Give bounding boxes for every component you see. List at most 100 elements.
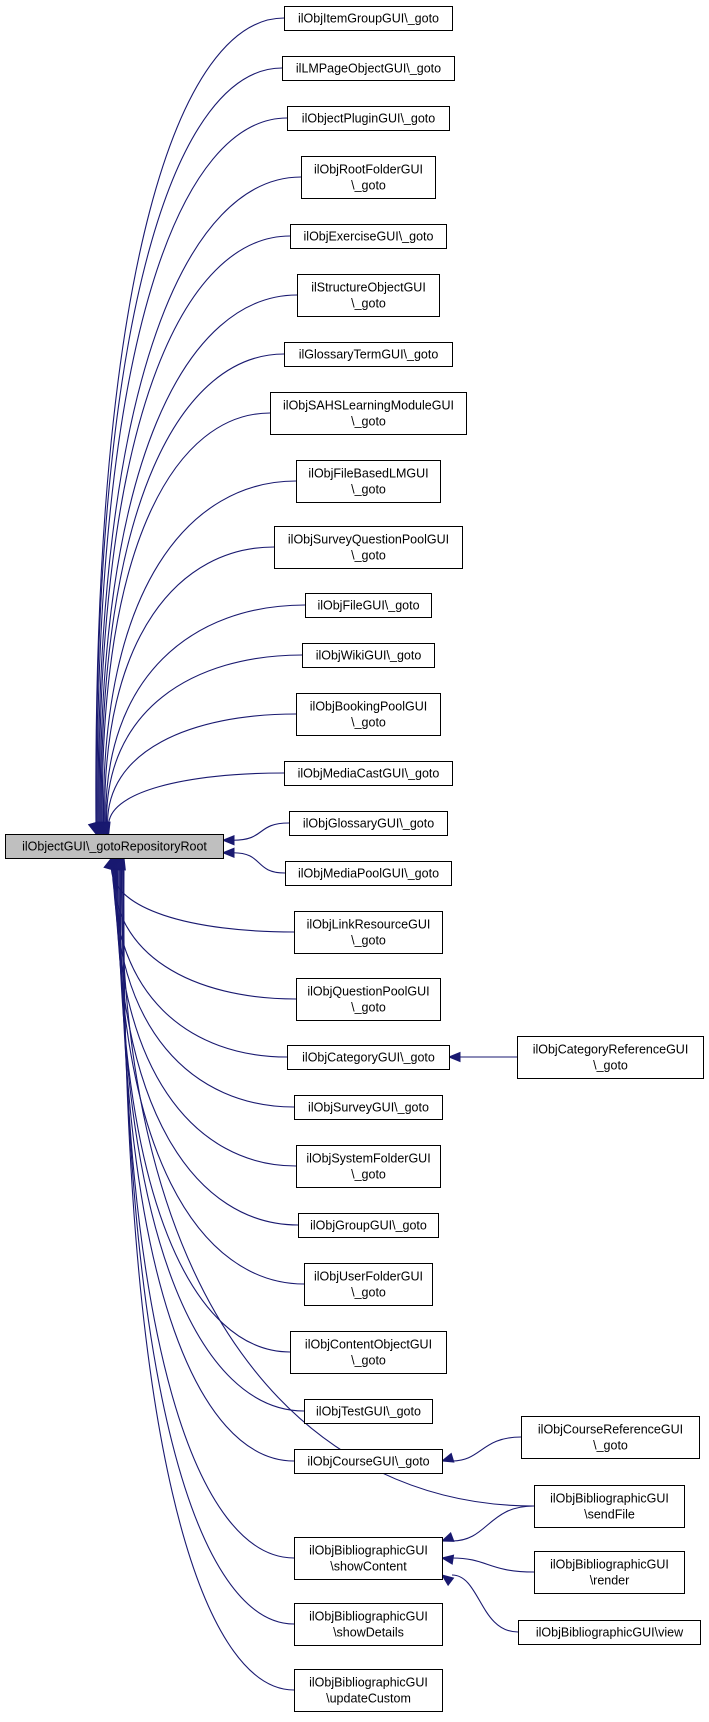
node-label: ilObjTestGUI\_goto xyxy=(316,1405,421,1419)
function-node[interactable]: ilObjCategoryReferenceGUI\_goto xyxy=(517,1036,704,1079)
function-node[interactable]: ilObjBibliographicGUI\view xyxy=(518,1620,701,1645)
node-box xyxy=(284,761,453,786)
function-node[interactable]: ilGlossaryTermGUI\_goto xyxy=(284,342,453,367)
edge-arrowhead xyxy=(440,1574,455,1587)
function-node[interactable]: ilObjBibliographicGUI\showDetails xyxy=(294,1603,443,1646)
function-node[interactable]: ilObjectPluginGUI\_goto xyxy=(287,106,450,131)
call-edge xyxy=(103,480,297,829)
edge-arrowhead xyxy=(100,821,111,836)
function-node[interactable]: ilObjBibliographicGUI\updateCustom xyxy=(294,1669,443,1712)
function-node[interactable]: ilObjLinkResourceGUI\_goto xyxy=(294,911,443,954)
call-edge xyxy=(451,1557,535,1573)
node-label: ilObjBibliographicGUI xyxy=(309,1544,428,1558)
function-node[interactable]: ilObjFileBasedLMGUI\_goto xyxy=(296,460,441,503)
node-label: \_goto xyxy=(351,1354,386,1368)
call-edge xyxy=(105,604,306,829)
function-node[interactable]: ilObjSAHSLearningModuleGUI\_goto xyxy=(270,392,467,435)
node-label: ilObjCategoryGUI\_goto xyxy=(302,1051,435,1065)
function-node[interactable]: ilObjRootFolderGUI\_goto xyxy=(301,156,436,199)
function-node[interactable]: ilObjTestGUI\_goto xyxy=(304,1399,433,1424)
call-edge xyxy=(96,117,288,829)
node-box xyxy=(534,1485,685,1528)
node-label: ilObjCourseReferenceGUI xyxy=(538,1423,683,1437)
function-node[interactable]: ilLMPageObjectGUI\_goto xyxy=(282,56,455,81)
root-node[interactable]: ilObjectGUI\_gotoRepositoryRoot xyxy=(5,834,224,859)
call-edge xyxy=(97,176,302,829)
function-node[interactable]: ilStructureObjectGUI\_goto xyxy=(297,274,440,317)
node-box xyxy=(5,834,224,859)
function-node[interactable]: ilObjSurveyGUI\_goto xyxy=(294,1095,443,1120)
function-node[interactable]: ilObjFileGUI\_goto xyxy=(305,593,432,618)
edge-arrowhead xyxy=(221,847,235,858)
call-edge xyxy=(122,863,295,1625)
node-label: ilObjUserFolderGUI xyxy=(314,1270,423,1284)
node-box xyxy=(284,6,453,31)
function-node[interactable]: ilObjQuestionPoolGUI\_goto xyxy=(296,978,441,1021)
node-box xyxy=(304,1399,433,1424)
call-edge xyxy=(100,353,285,829)
call-edge xyxy=(116,863,299,1226)
node-box xyxy=(294,1537,443,1580)
edge-arrowhead xyxy=(447,1051,461,1063)
call-edge xyxy=(451,1505,535,1542)
function-node[interactable]: ilObjSystemFolderGUI\_goto xyxy=(296,1145,441,1188)
node-box xyxy=(274,526,463,569)
node-layer: ilObjectGUI\_gotoRepositoryRoot ilObjItem… xyxy=(5,6,704,1712)
function-node[interactable]: ilObjCourseGUI\_goto xyxy=(294,1449,443,1474)
node-label: \showContent xyxy=(330,1560,407,1574)
call-edge xyxy=(101,412,271,829)
node-label: ilObjectGUI\_gotoRepositoryRoot xyxy=(22,840,207,854)
node-label: \_goto xyxy=(351,1001,386,1015)
function-node[interactable]: ilObjCategoryGUI\_goto xyxy=(287,1045,450,1070)
function-node[interactable]: ilObjMediaCastGUI\_goto xyxy=(284,761,453,786)
node-label: ilObjLinkResourceGUI xyxy=(307,918,431,932)
function-node[interactable]: ilObjItemGroupGUI\_goto xyxy=(284,6,453,31)
node-label: \_goto xyxy=(351,179,386,193)
node-box xyxy=(304,1263,433,1306)
node-label: ilObjGlossaryGUI\_goto xyxy=(303,817,434,831)
call-edge xyxy=(232,822,290,841)
node-label: \_goto xyxy=(351,1168,386,1182)
node-label: ilObjBibliographicGUI\view xyxy=(536,1626,684,1640)
call-edge xyxy=(120,863,295,1462)
call-edge xyxy=(108,772,285,829)
node-label: \_goto xyxy=(351,1286,386,1300)
node-label: \render xyxy=(590,1574,630,1588)
function-node[interactable]: ilObjExerciseGUI\_goto xyxy=(290,224,447,249)
node-box xyxy=(287,1045,450,1070)
function-node[interactable]: ilObjGlossaryGUI\_goto xyxy=(289,811,448,836)
node-label: ilObjSurveyQuestionPoolGUI xyxy=(288,533,449,547)
call-edge xyxy=(99,294,298,829)
node-label: ilObjGroupGUI\_goto xyxy=(310,1219,427,1233)
function-node[interactable]: ilObjBibliographicGUI\sendFile xyxy=(534,1485,685,1528)
node-label: ilObjCategoryReferenceGUI xyxy=(533,1043,689,1057)
node-label: ilObjItemGroupGUI\_goto xyxy=(298,12,439,26)
function-node[interactable]: ilObjBibliographicGUI\render xyxy=(534,1551,685,1594)
node-box xyxy=(296,978,441,1021)
call-edge xyxy=(110,863,295,933)
call-edge xyxy=(98,235,291,829)
function-node[interactable]: ilObjGroupGUI\_goto xyxy=(298,1213,439,1238)
node-box xyxy=(301,156,436,199)
function-node[interactable]: ilObjBibliographicGUI \showContent xyxy=(294,1537,443,1580)
node-box xyxy=(284,342,453,367)
function-node[interactable]: ilObjWikiGUI\_goto xyxy=(302,643,435,668)
call-edge xyxy=(451,1436,522,1462)
function-node[interactable]: ilObjUserFolderGUI \_goto xyxy=(304,1263,433,1306)
function-node[interactable]: ilObjSurveyQuestionPoolGUI\_goto xyxy=(274,526,463,569)
node-box xyxy=(297,274,440,317)
call-edge xyxy=(95,17,285,829)
node-label: ilObjSAHSLearningModuleGUI xyxy=(283,399,454,413)
node-box xyxy=(285,861,452,886)
node-label: ilObjFileBasedLMGUI xyxy=(308,467,428,481)
edge-arrowhead xyxy=(440,1452,455,1463)
function-node[interactable]: ilObjContentObjectGUI\_goto xyxy=(290,1331,447,1374)
call-edge xyxy=(115,863,297,1167)
call-edge xyxy=(118,863,291,1353)
function-node[interactable]: ilObjBookingPoolGUI\_goto xyxy=(296,693,441,736)
function-node[interactable]: ilObjMediaPoolGUI\_goto xyxy=(285,861,452,886)
node-label: ilGlossaryTermGUI\_goto xyxy=(299,348,439,362)
function-node[interactable]: ilObjCourseReferenceGUI\_goto xyxy=(521,1416,700,1459)
call-edge xyxy=(106,654,303,829)
